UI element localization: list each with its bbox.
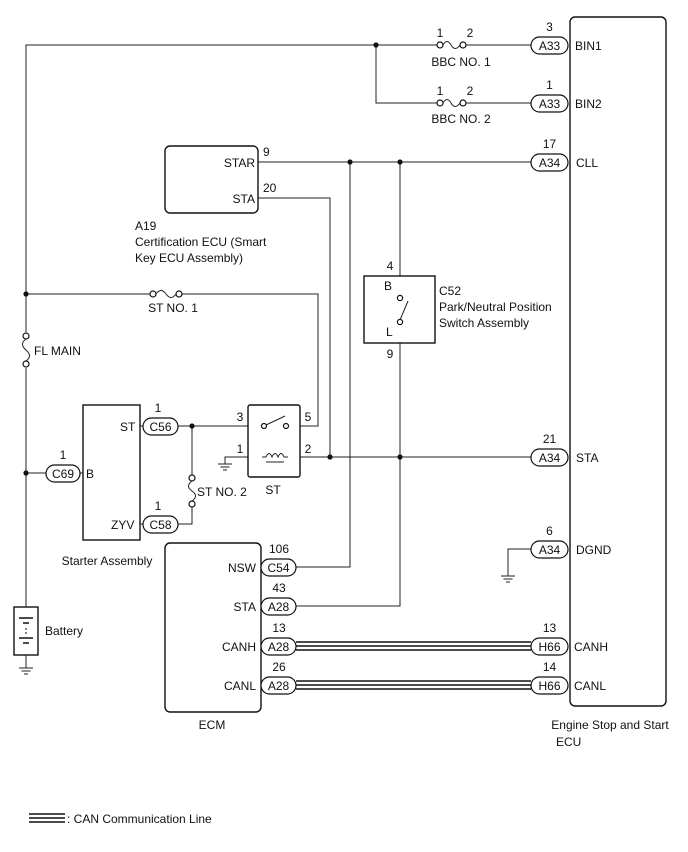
ground-symbol bbox=[218, 463, 232, 471]
fuse-label: ST NO. 1 bbox=[148, 301, 198, 315]
pin-number: 2 bbox=[467, 84, 474, 98]
component-desc: Park/Neutral Position bbox=[439, 300, 552, 314]
pin-name: CANH bbox=[574, 640, 608, 654]
pin-name: BIN1 bbox=[575, 39, 602, 53]
pin-name: CLL bbox=[576, 156, 598, 170]
pin-number: 2 bbox=[305, 442, 312, 456]
connector-label: A33 bbox=[539, 97, 561, 111]
pin-number: 17 bbox=[543, 137, 557, 151]
pin-name: NSW bbox=[228, 561, 257, 575]
legend-can-symbol bbox=[29, 813, 65, 823]
component-name: Starter Assembly bbox=[62, 554, 153, 568]
component-desc: Switch Assembly bbox=[439, 316, 529, 330]
component-name: Engine Stop and Start bbox=[551, 718, 669, 732]
legend-label: : CAN Communication Line bbox=[67, 812, 212, 826]
fuse-st2-symbol bbox=[188, 474, 196, 508]
connector-label: C54 bbox=[267, 561, 289, 575]
connector-label: H66 bbox=[538, 640, 560, 654]
pin-number: 26 bbox=[272, 660, 286, 674]
fuse-fl-main-symbol bbox=[20, 332, 32, 368]
pin-name: STA bbox=[234, 600, 256, 614]
pin-number: 1 bbox=[437, 26, 444, 40]
fuse-label: BBC NO. 2 bbox=[431, 112, 491, 126]
pin-number: 3 bbox=[237, 410, 244, 424]
connectors bbox=[45, 36, 569, 695]
connector-label: C58 bbox=[149, 518, 171, 532]
pin-number: 3 bbox=[546, 20, 553, 34]
connector-label: H66 bbox=[538, 679, 560, 693]
component-name: ECM bbox=[199, 718, 226, 732]
connector-label: C56 bbox=[149, 420, 171, 434]
pin-number: 21 bbox=[543, 432, 557, 446]
pin-number: 2 bbox=[467, 26, 474, 40]
connector-label: A33 bbox=[539, 39, 561, 53]
pin-name: CANH bbox=[222, 640, 256, 654]
component-name: ST bbox=[265, 483, 281, 497]
pin-number: 9 bbox=[387, 347, 394, 361]
fuse-bbc2-symbol bbox=[436, 99, 467, 107]
park-switch bbox=[363, 275, 436, 344]
component-name: Battery bbox=[45, 624, 83, 638]
ecm-box bbox=[164, 542, 262, 713]
connector-label: C69 bbox=[52, 467, 74, 481]
ground-symbol bbox=[501, 575, 515, 583]
pin-number: 6 bbox=[546, 524, 553, 538]
pin-name: STAR bbox=[224, 156, 255, 170]
pin-number: 20 bbox=[263, 181, 277, 195]
connector-label: A28 bbox=[268, 640, 290, 654]
engine-ecu-box bbox=[569, 16, 667, 707]
fuse-label: FL MAIN bbox=[34, 344, 81, 358]
connector-label: A28 bbox=[268, 679, 290, 693]
pin-number: 13 bbox=[543, 621, 557, 635]
pin-name: STA bbox=[576, 451, 598, 465]
pin-name: B bbox=[86, 467, 94, 481]
connector-label: A28 bbox=[268, 600, 290, 614]
pin-number: 1 bbox=[60, 448, 67, 462]
pin-number: 1 bbox=[437, 84, 444, 98]
pin-number: 9 bbox=[263, 145, 270, 159]
pin-number: 1 bbox=[155, 499, 162, 513]
fuse-bbc1-symbol bbox=[436, 41, 467, 49]
connector-label: A34 bbox=[539, 156, 561, 170]
st-relay bbox=[247, 404, 301, 478]
pin-number: 14 bbox=[543, 660, 557, 674]
pin-name: CANL bbox=[574, 679, 606, 693]
pin-number: 13 bbox=[272, 621, 286, 635]
pin-number: 5 bbox=[305, 410, 312, 424]
pin-name: CANL bbox=[224, 679, 256, 693]
pin-number: 43 bbox=[272, 581, 286, 595]
fuse-label: ST NO. 2 bbox=[197, 485, 247, 499]
ground-symbol bbox=[19, 667, 33, 675]
pin-name: B bbox=[384, 279, 392, 293]
pin-name: STA bbox=[233, 192, 255, 206]
fuse-st1-symbol bbox=[149, 290, 183, 298]
can-lines bbox=[296, 641, 531, 690]
pin-name: ZYV bbox=[111, 518, 134, 532]
component-name: ECU bbox=[556, 735, 581, 749]
pin-number: 1 bbox=[237, 442, 244, 456]
fuse-label: BBC NO. 1 bbox=[431, 55, 491, 69]
pin-name: BIN2 bbox=[575, 97, 602, 111]
connector-label: A34 bbox=[539, 451, 561, 465]
pin-name: DGND bbox=[576, 543, 612, 557]
pin-number: 1 bbox=[155, 401, 162, 415]
component-desc: Certification ECU (Smart bbox=[135, 235, 267, 249]
component-id: C52 bbox=[439, 284, 461, 298]
component-desc: Key ECU Assembly) bbox=[135, 251, 243, 265]
connector-label: A34 bbox=[539, 543, 561, 557]
cert-ecu-box bbox=[164, 145, 259, 214]
pin-name: L bbox=[386, 325, 393, 339]
pin-number: 106 bbox=[269, 542, 289, 556]
junction-dots bbox=[23, 42, 403, 476]
battery-symbol bbox=[13, 600, 39, 668]
pin-name: ST bbox=[120, 420, 136, 434]
pin-number: 4 bbox=[387, 259, 394, 273]
pin-number: 1 bbox=[546, 78, 553, 92]
component-id: A19 bbox=[135, 219, 157, 233]
